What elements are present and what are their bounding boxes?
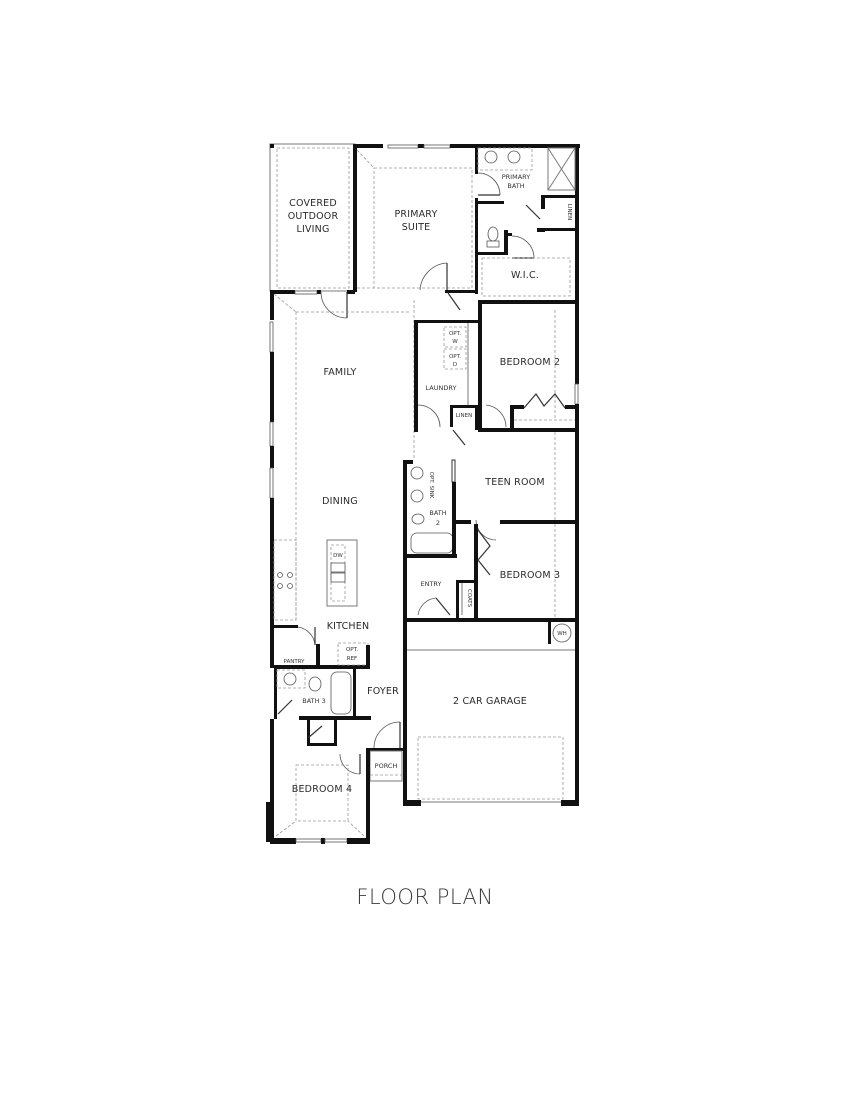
sink-icon (330, 562, 346, 573)
label-covered-outdoor-living-1: COVERED (289, 198, 337, 209)
label-opt-sink: OPT. SINK (428, 472, 434, 499)
primary-suite-area (353, 144, 580, 294)
label-opt-ref-1: OPT. (346, 647, 358, 653)
bedroom2-area (478, 304, 579, 432)
label-wic: W.I.C. (511, 270, 539, 281)
bathtub-icon (410, 532, 454, 554)
primary-bath-area (445, 144, 579, 311)
label-opt-d-2: D (453, 362, 457, 368)
label-foyer: FOYER (367, 686, 399, 697)
bath2-area (403, 459, 457, 558)
label-covered-outdoor-living-3: LIVING (296, 224, 329, 235)
label-primary-suite-2: SUITE (402, 222, 431, 233)
floor-plan-title: FLOOR PLAN (356, 885, 494, 909)
sink-icon (283, 672, 297, 686)
sink-icon (410, 489, 424, 503)
label-pantry: PANTRY (283, 659, 305, 665)
label-dw: DW (333, 553, 343, 559)
label-covered-outdoor-living-2: OUTDOOR (288, 211, 339, 222)
label-opt-w-1: OPT. (449, 331, 461, 337)
bathtub-icon (330, 671, 352, 715)
label-dining: DINING (322, 496, 358, 507)
label-porch: PORCH (375, 762, 398, 770)
label-wh: WH (557, 631, 567, 637)
label-bedroom4: BEDROOM 4 (292, 784, 352, 795)
label-bath2-2: 2 (436, 519, 440, 527)
toilet-icon (308, 676, 322, 692)
label-bath3: BATH 3 (302, 697, 325, 705)
label-teen-room: TEEN ROOM (484, 477, 545, 488)
label-opt-ref-2: REF (347, 656, 357, 662)
label-laundry: LAUNDRY (426, 384, 457, 392)
label-primary-bath-2: BATH (507, 182, 524, 190)
label-bedroom3: BEDROOM 3 (500, 570, 560, 581)
label-opt-w-2: W (452, 339, 458, 345)
label-primary-bath-1: PRIMARY (502, 173, 531, 181)
bedroom3-area (474, 524, 579, 619)
garage-area (403, 618, 579, 806)
label-kitchen: KITCHEN (327, 621, 370, 632)
label-family: FAMILY (323, 367, 356, 378)
laundry-area (414, 320, 479, 446)
label-bath2-1: BATH (429, 509, 446, 517)
label-coats: COATS (466, 589, 472, 608)
sink-icon (507, 150, 521, 164)
sink-icon (410, 466, 424, 480)
pantry-area (274, 625, 370, 669)
label-bedroom2: BEDROOM 2 (500, 357, 560, 368)
label-linen-primary: LINEN (566, 204, 572, 220)
toilet-icon (487, 226, 499, 242)
label-garage: 2 CAR GARAGE (453, 696, 527, 707)
kitchen-counter (273, 539, 297, 621)
label-opt-d-1: OPT. (449, 354, 461, 360)
sink-icon (484, 150, 498, 164)
entry-area (403, 558, 474, 618)
teen-room-area (456, 432, 579, 541)
bedroom4-area (266, 719, 370, 844)
label-linen-hall: LINEN (456, 413, 472, 419)
label-primary-suite-1: PRIMARY (394, 209, 437, 220)
label-entry: ENTRY (420, 580, 441, 588)
water-heater-icon (552, 623, 572, 643)
west-exterior-wall (269, 290, 415, 668)
room-labels: COVERED OUTDOOR LIVING PRIMARY SUITE PRI… (283, 173, 572, 795)
kitchen-island (326, 539, 358, 607)
foyer-area (366, 721, 404, 782)
bath3-area (274, 669, 371, 720)
toilet-icon (411, 513, 425, 525)
